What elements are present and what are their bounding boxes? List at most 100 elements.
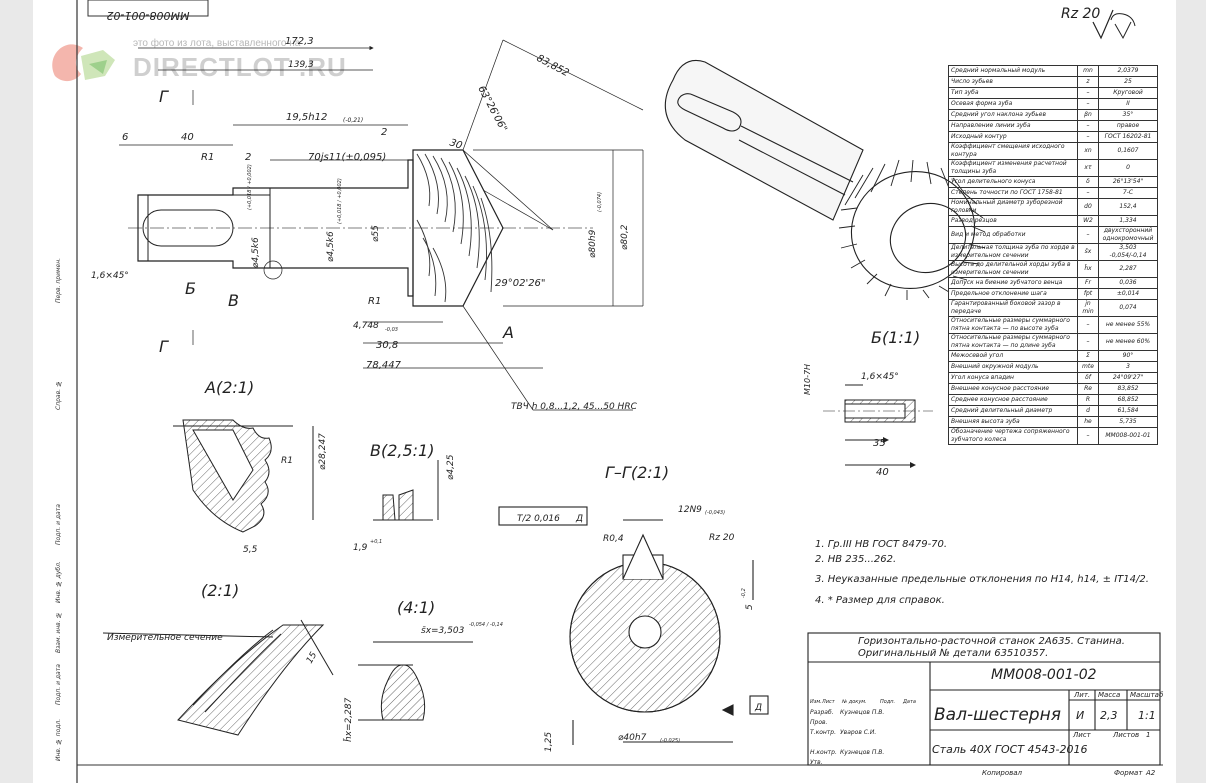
param-label: Вид и метод обработки: [948, 226, 1078, 244]
param-val: 2,0379: [1098, 65, 1158, 77]
dim-d80h9: ⌀80h9: [588, 229, 598, 258]
param-label: Относительные размеры суммарного пятна к…: [948, 333, 1078, 351]
param-val: 0,036: [1098, 277, 1158, 289]
tb-lit-val: И: [1076, 709, 1085, 722]
tb-role-nkontr: Н.контр.: [810, 749, 837, 756]
param-val: не менее 55%: [1098, 316, 1158, 334]
view-b-35: 35: [873, 438, 886, 449]
detail-4-1-sx-tol: -0,054 / -0,14: [469, 622, 503, 628]
param-sym: R: [1077, 394, 1099, 406]
tb-role-razrab: Разраб.: [810, 709, 834, 716]
tb-role-doc: № докум.: [842, 699, 867, 705]
param-label: Внешний окружной модуль: [948, 361, 1078, 373]
param-val: 0: [1098, 159, 1158, 177]
tb-role-sign: Подп.: [880, 699, 896, 705]
param-label: Степень точности по ГОСТ 1758-81: [948, 187, 1078, 199]
param-sym: xn: [1077, 142, 1099, 160]
param-label: Число зубьев: [948, 76, 1078, 88]
param-label: Направление линии зуба: [948, 120, 1078, 132]
tb-format: Формат: [1114, 769, 1143, 777]
param-sym: xτ: [1077, 159, 1099, 177]
dim-d80h9-tol: (-0,074): [597, 192, 603, 212]
title-block: Горизонтально-расточной станок 2А635. Ст…: [808, 633, 1163, 780]
tb-role-izm: Изм.: [810, 699, 822, 705]
param-sym: –: [1077, 120, 1099, 132]
param-row: Относительные размеры суммарного пятна к…: [948, 316, 1158, 334]
side-label-6: Подп. и дата: [55, 664, 62, 706]
param-val: ГОСТ 16202-81: [1098, 131, 1158, 143]
label-v: В: [228, 291, 239, 310]
section-gg-tol-frame: T/2 0,016: [517, 514, 560, 524]
param-sym: mn: [1077, 65, 1099, 77]
view-a-title: А(2:1): [204, 378, 254, 397]
param-val: 35°: [1098, 109, 1158, 121]
dim-78-447: 78,447: [366, 360, 402, 371]
detail-4-1-title: (4:1): [397, 598, 435, 617]
param-sym: –: [1077, 87, 1099, 99]
dim-2a: 2: [245, 152, 251, 163]
param-row: Делительная толщина зуба по хорде в изме…: [948, 243, 1158, 261]
dim-19-5-tol: (-0,21): [343, 117, 363, 124]
param-val: II: [1098, 98, 1158, 110]
side-label-1: Перв. примен.: [55, 257, 62, 303]
tb-nkontr: Кузнецов П.В.: [840, 749, 885, 756]
param-label: Тип зуба: [948, 87, 1078, 99]
view-b-1-6x45: 1,6×45°: [861, 372, 899, 382]
dim-d45k6-b-tol: (+0,018 / +0,002): [337, 178, 343, 224]
param-sym: W2: [1077, 215, 1099, 227]
dim-172: 172,3: [285, 36, 314, 47]
drawing-sheet: это фото из лота, выставленного на DIREC…: [33, 0, 1176, 783]
param-val: 7-С: [1098, 187, 1158, 199]
tb-role-date: Дата: [903, 699, 916, 705]
param-val: 24°09'27": [1098, 372, 1158, 384]
label-g-bottom: Г: [159, 337, 169, 356]
param-label: Делительная толщина зуба по хорде в изме…: [948, 243, 1078, 261]
top-code: ММ008-001-02: [107, 9, 190, 22]
dim-139: 139,3: [288, 60, 314, 70]
param-val: 3: [1098, 361, 1158, 373]
watermark-brand-name: DIRECTLOT: [133, 52, 291, 82]
view-v-19-tol: +0,1: [370, 539, 382, 545]
section-gg-12n9: 12N9: [678, 505, 702, 515]
dim-4748-tol: -0,03: [385, 327, 398, 333]
param-val: ММ008-001-01: [1098, 427, 1158, 445]
section-gg-title: Г–Г(2:1): [605, 463, 669, 482]
param-sym: –: [1077, 427, 1099, 445]
param-sym: –: [1077, 333, 1099, 351]
param-val: 5,735: [1098, 416, 1158, 428]
dim-d45k6-a: ⌀4,5k6: [251, 237, 261, 268]
param-val: 152,4: [1098, 198, 1158, 216]
note-4: 4. * Размер для справок.: [815, 595, 945, 606]
param-val: правое: [1098, 120, 1158, 132]
section-gg-rz: Rz 20: [709, 533, 735, 543]
param-sym: –: [1077, 131, 1099, 143]
tb-format-val: А2: [1146, 769, 1156, 777]
param-label: Внешнее конусное расстояние: [948, 383, 1078, 395]
param-label: Гарантированный боковой зазор в передаче: [948, 299, 1078, 317]
param-sym: δ: [1077, 176, 1099, 188]
param-label: Коэффициент смещения исходного контура: [948, 142, 1078, 160]
param-val: 1,334: [1098, 215, 1158, 227]
detail-2-1-meas: Измерительное сечение: [107, 633, 223, 643]
tb-dev: Кузнецов П.В.: [840, 709, 885, 716]
tb-sheets-label: Листов: [1113, 731, 1140, 739]
roughness-text: Rz 20: [1061, 6, 1100, 22]
dim-30-8: 30,8: [376, 340, 398, 351]
detail-2-1-title: (2:1): [201, 581, 239, 600]
view-a-d28: ⌀28,247: [318, 433, 328, 470]
param-sym: δf: [1077, 372, 1099, 384]
section-gg: [498, 506, 769, 745]
dim-angle-29: 29°02'26": [495, 278, 546, 289]
param-val: 68,852: [1098, 394, 1158, 406]
tb-name: Вал-шестерня: [934, 705, 1061, 725]
param-label: Высота до делительной хорды зуба в измер…: [948, 260, 1078, 278]
param-row: Исходный контур–ГОСТ 16202-81: [948, 131, 1158, 143]
